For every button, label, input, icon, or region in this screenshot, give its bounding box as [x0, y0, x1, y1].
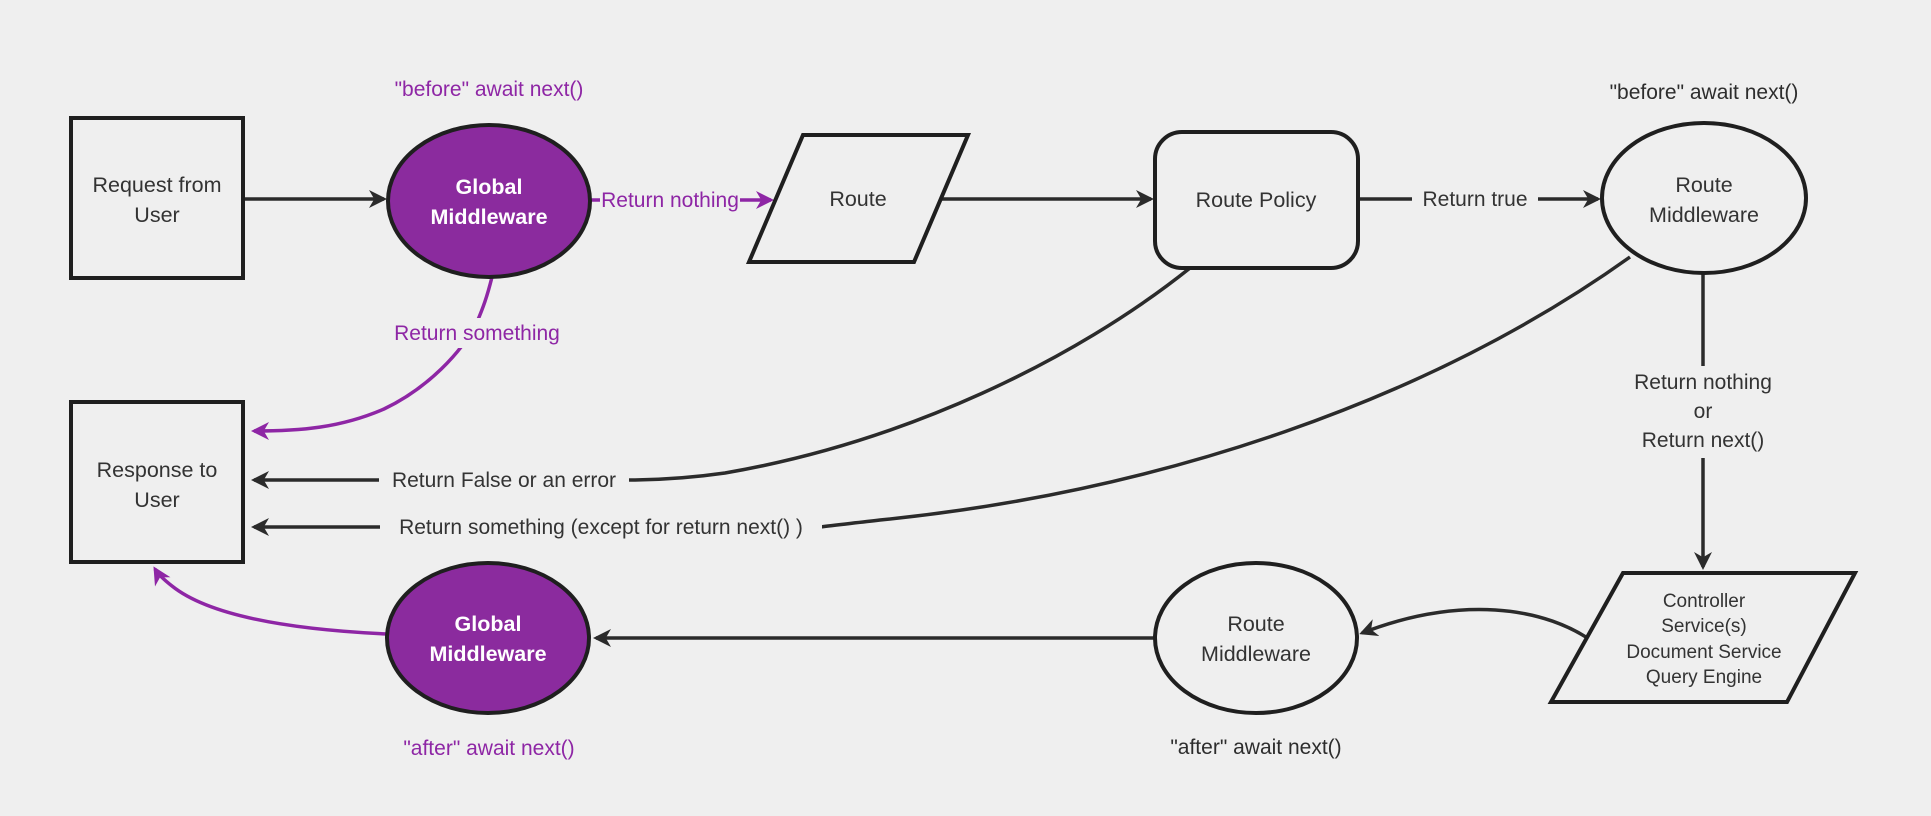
- controller-label-line2: Service(s): [1661, 616, 1747, 637]
- node-controller: Controller Service(s) Document Service Q…: [1547, 571, 1859, 704]
- route-policy-box: [1153, 130, 1360, 270]
- route-label: Route: [829, 187, 886, 211]
- node-global-middleware-bottom: Global Middleware: [385, 561, 591, 715]
- node-route: Route: [745, 133, 972, 264]
- controller-label-line3: Document Service: [1626, 642, 1781, 663]
- global-middleware-bottom-ellipse: [385, 561, 591, 715]
- route-parallelogram: [745, 133, 972, 264]
- edge-label-return-nothing-or-line3: Return next(): [1642, 429, 1765, 452]
- edge-global-middleware-bottom-to-response: [153, 566, 388, 636]
- route-policy-label: Route Policy: [1196, 188, 1317, 212]
- node-route-middleware-bottom: Route Middleware: [1153, 561, 1359, 715]
- route-middleware-bottom-ellipse: [1153, 561, 1359, 715]
- global-middleware-top-label-line1: Global: [456, 175, 523, 199]
- label-bg-return-nothing-or: [1628, 366, 1778, 458]
- annotation-after-await-route: "after" await next(): [1170, 736, 1341, 759]
- node-global-middleware-top: Global Middleware: [386, 123, 592, 279]
- response-label-line1: Response to: [97, 458, 218, 482]
- node-route-policy: Route Policy: [1153, 130, 1360, 270]
- route-middleware-top-label-line2: Middleware: [1649, 203, 1759, 227]
- route-middleware-bottom-label-line1: Route: [1227, 612, 1284, 636]
- node-response: Response to User: [69, 400, 245, 564]
- edge-label-return-nothing: Return nothing: [601, 189, 739, 212]
- global-middleware-bottom-label-line1: Global: [455, 612, 522, 636]
- controller-parallelogram: [1547, 571, 1859, 704]
- annotation-before-await-global: "before" await next(): [395, 78, 584, 101]
- edge-label-return-something: Return something: [394, 322, 560, 345]
- controller-label-line1: Controller: [1663, 591, 1746, 612]
- label-bg-return-something: [381, 318, 573, 348]
- route-middleware-bottom-label-line2: Middleware: [1201, 642, 1311, 666]
- request-label-line2: User: [134, 203, 179, 227]
- node-route-middleware-top: Route Middleware: [1600, 121, 1808, 275]
- response-box: [69, 400, 245, 564]
- request-label-line1: Request from: [92, 173, 221, 197]
- annotation-before-await-route: "before" await next(): [1610, 81, 1799, 104]
- edge-label-return-something-except: Return something (except for return next…: [399, 516, 803, 539]
- edge-label-return-nothing-or-line1: Return nothing: [1634, 371, 1772, 394]
- route-middleware-top-label-line1: Route: [1675, 173, 1732, 197]
- edge-route-middleware-to-response: [251, 255, 1632, 536]
- global-middleware-top-ellipse: [386, 123, 592, 279]
- edge-label-return-false-or-error: Return False or an error: [392, 469, 616, 492]
- route-middleware-top-ellipse: [1600, 121, 1808, 275]
- edge-route-policy-to-response: [251, 266, 1192, 489]
- label-bg-return-true: [1412, 184, 1538, 214]
- node-request: Request from User: [69, 116, 245, 280]
- edge-controller-to-route-middleware-bottom: [1359, 607, 1602, 649]
- annotation-after-await-global: "after" await next(): [403, 737, 574, 760]
- label-bg-return-nothing: [600, 185, 740, 215]
- edge-label-return-nothing-or-line2: or: [1694, 400, 1713, 423]
- global-middleware-top-label-line2: Middleware: [430, 205, 547, 229]
- response-label-line2: User: [134, 488, 179, 512]
- request-box: [69, 116, 245, 280]
- global-middleware-bottom-label-line2: Middleware: [429, 642, 546, 666]
- controller-label-line4: Query Engine: [1646, 667, 1762, 688]
- label-bg-return-something-except: [380, 512, 822, 542]
- edge-global-middleware-to-response: [251, 276, 494, 440]
- edge-label-return-true: Return true: [1422, 188, 1527, 211]
- label-bg-return-false: [379, 465, 629, 495]
